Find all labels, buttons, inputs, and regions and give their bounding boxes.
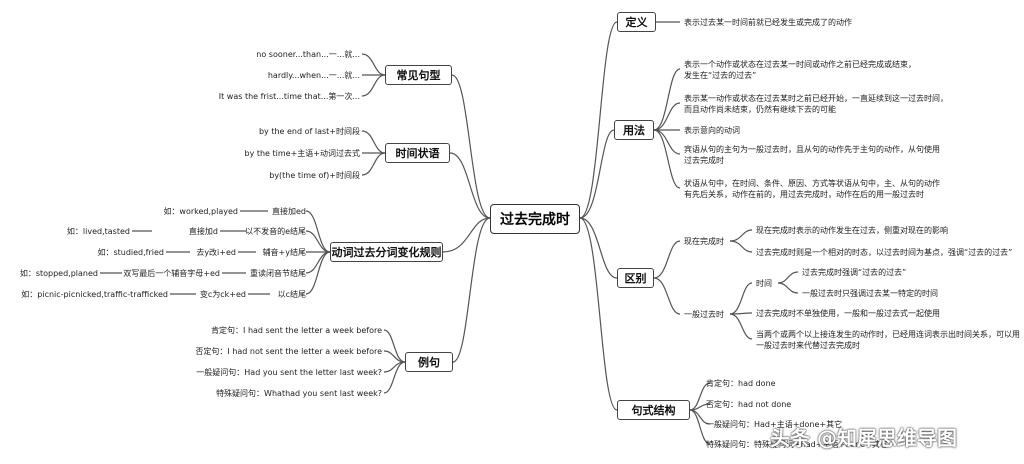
simple-past-item-2: 当两个或两个以上接连发生的动作时，已经用连词表示出时间关系，可以用一般过去时来代… — [756, 330, 1020, 350]
pattern-item-1: no sooner...than...一...就... — [256, 50, 360, 59]
branch-usage[interactable]: 用法 — [614, 120, 654, 140]
rule-2-step: 直接加d — [188, 227, 218, 236]
structure-item-1: 肯定句：had done — [706, 379, 776, 388]
branch-difference[interactable]: 区别 — [617, 268, 654, 288]
structure-item-3: 一般疑问句：Had+主语+done+其它 — [706, 420, 843, 429]
example-item-4: 特殊疑问句：Whathad you sent last week? — [216, 389, 382, 398]
definition-text: 表示过去某一时间前就已经发生或完成了的动作 — [684, 18, 852, 27]
present-perfect-node[interactable]: 现在完成时 — [684, 237, 724, 246]
branch-participle-rules[interactable]: 动词过去分词变化规则 — [330, 242, 443, 262]
rule-5: 以c结尾 — [277, 290, 306, 299]
rule-3-example: 如：studied,fried — [97, 248, 164, 257]
time-node[interactable]: 时间 — [756, 279, 772, 288]
adverbial-item-3: by(the time of)+时间段 — [269, 171, 360, 180]
branch-time-adverbials[interactable]: 时间状语 — [385, 143, 450, 163]
branch-common-patterns[interactable]: 常见句型 — [385, 65, 452, 85]
watermark: 头条 @知犀思维导图 — [770, 426, 957, 450]
simple-past-node[interactable]: 一般过去时 — [684, 310, 724, 319]
branch-examples[interactable]: 例句 — [405, 352, 453, 372]
rule-1-example: 如：worked,played — [163, 207, 238, 216]
branch-definition[interactable]: 定义 — [617, 12, 656, 32]
usage-item-5: 状语从句中，在时间、条件、原因、方式等状语从句中，主、从句的动作有先后关系，动作… — [684, 179, 940, 199]
rule-3-step: 去y改i+ed — [196, 248, 236, 257]
example-item-1: 肯定句：I had sent the letter a week before — [211, 326, 382, 335]
adverbial-item-1: by the end of last+时间段 — [258, 127, 360, 136]
rule-1: 直接加ed — [272, 207, 306, 216]
simple-past-item-1: 过去完成时不单独使用，一般和一般过去式一起使用 — [756, 309, 940, 318]
time-item-1: 过去完成时强调“过去的过去” — [802, 268, 907, 277]
structure-item-2: 否定句：had not done — [706, 400, 792, 409]
rule-4: 重读闭音节结尾 — [250, 269, 306, 278]
pattern-item-2: hardly...when...一...就... — [267, 71, 360, 80]
rule-2-example: 如：lived,tasted — [66, 227, 130, 236]
pattern-item-3: It was the frist...time that...第一次... — [218, 92, 360, 101]
root-topic[interactable]: 过去完成时 — [490, 204, 580, 234]
rule-5-example: 如：picnic-picnicked,traffic-trafficked — [21, 290, 168, 299]
structure-item-4: 特殊疑问句：特殊疑问词+had+主语+done+其它 — [706, 440, 888, 449]
branch-structure[interactable]: 句式结构 — [617, 400, 690, 420]
present-perfect-item-1: 现在完成时表示的动作发生在过去，侧重对现在的影响 — [756, 226, 948, 235]
usage-item-2: 表示某一动作或状态在过去某时之前已经开始，一直延续到这一过去时间，而且动作尚未结… — [684, 94, 948, 114]
time-item-2: 一般过去时只强调过去某一特定的时间 — [802, 289, 938, 298]
rule-3: 辅音+y结尾 — [262, 248, 306, 257]
rule-5-step: 变c为ck+ed — [199, 290, 246, 299]
adverbial-item-2: by the time+主语+动词过去式 — [244, 149, 360, 158]
usage-item-1: 表示一个动作或状态在过去某一时间或动作之前已经完成或结束，发生在“过去的过去” — [684, 60, 916, 80]
rule-4-example: 如：stopped,planed — [19, 269, 98, 278]
usage-item-4: 宾语从句的主句为一般过去时，且从句的动作先于主句的动作，从句使用过去完成时 — [684, 145, 940, 165]
present-perfect-item-2: 过去完成时则是一个相对的时态，以过去时间为基点，强调“过去的过去” — [756, 248, 1013, 257]
example-item-3: 一般疑问句：Had you sent the letter last week? — [196, 368, 382, 377]
rule-4-step: 双写最后一个辅音字母+ed — [123, 269, 220, 278]
rule-2: 以不发音的e结尾 — [245, 227, 306, 236]
usage-item-3: 表示意向的动词 — [684, 126, 740, 135]
example-item-2: 否定句：I had not sent the letter a week bef… — [195, 347, 382, 356]
